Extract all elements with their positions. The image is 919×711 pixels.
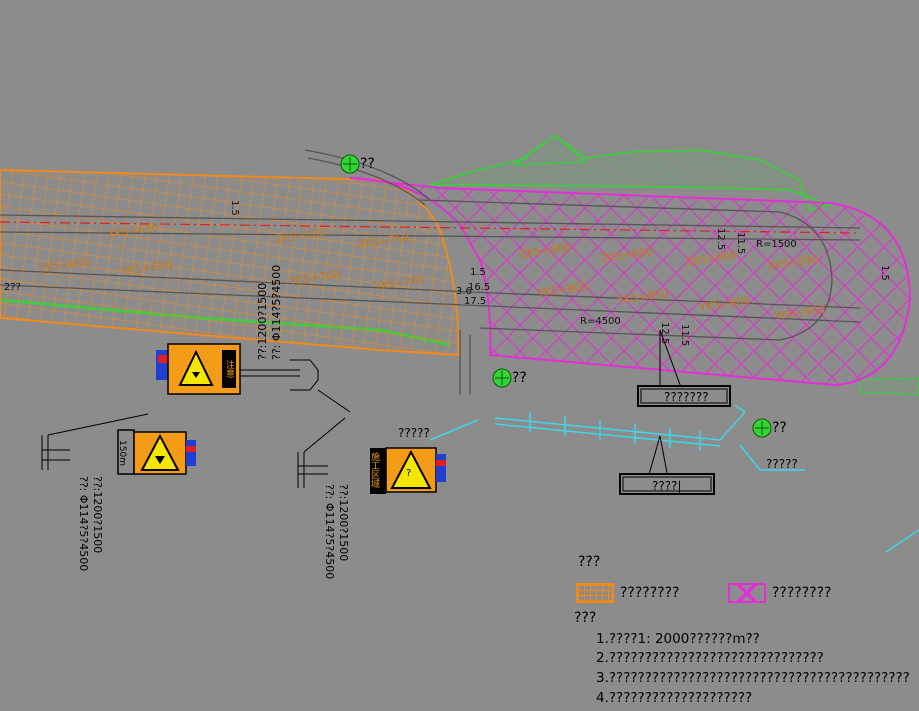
legend-label: ????????: [620, 585, 680, 601]
dimension-label: 16.5: [468, 282, 490, 293]
tree-icon: [752, 418, 772, 438]
sign-distance: 150m: [117, 440, 127, 466]
legend-swatch-orange: [576, 583, 614, 603]
dimension-label: 12.5: [659, 322, 670, 344]
magenta-zone: [349, 177, 912, 387]
dimension-label: 11.5: [735, 232, 746, 254]
sign-text: 注意: [224, 359, 235, 378]
dimension-label: 1.5: [470, 267, 486, 278]
road-lines: [0, 149, 861, 395]
sign-spec: ??:1200?1500: [91, 476, 104, 553]
note-4: 4.????????????????????: [596, 690, 753, 706]
tree-icon: [340, 154, 360, 174]
sign-spec: ??:1200?1500: [337, 484, 350, 561]
notes-title: ???: [574, 610, 597, 626]
note-3: 3.??????????????????????????????????????…: [596, 670, 910, 686]
cyan-barrier: [429, 404, 919, 553]
callout-box: ????|: [619, 435, 715, 495]
tree-icon: [492, 368, 512, 388]
tree-label: ??: [772, 420, 787, 436]
callout-box: ???????: [637, 329, 731, 407]
tree-label: ??: [512, 370, 527, 386]
centerline: [0, 221, 861, 234]
dimension-label: 11.5: [679, 324, 690, 346]
sign-spec: ??:1200?1500: [256, 283, 269, 360]
legend-title: ???: [578, 554, 601, 570]
dimension-label: 1.5: [879, 265, 890, 281]
warning-sign-1: 注意: [156, 343, 351, 413]
edge-label: 2??: [4, 282, 21, 293]
legend-swatch-magenta: [728, 583, 766, 603]
dimension-label: 1.5: [229, 200, 240, 216]
warning-sign-2: 150m: [41, 413, 196, 475]
tree-label: ??: [360, 156, 375, 172]
sign-text: 施工区域: [369, 451, 380, 488]
sign-spec: ??: Φ114?5?4500: [77, 476, 90, 571]
note-1: 1.????1: 2000??????m??: [596, 631, 760, 647]
legend-item-orange: ????????: [576, 583, 679, 603]
sign-spec: ??: Φ114?5?4500: [323, 484, 336, 579]
dimension-label: 3.6: [456, 286, 472, 297]
svg-text:???????: ???????: [664, 390, 709, 404]
legend-item-magenta: ????????: [728, 583, 831, 603]
dimension-label: 12.5: [715, 228, 726, 250]
legend-label: ????????: [772, 585, 832, 601]
svg-text:?: ?: [406, 468, 411, 479]
svg-text:????|: ????|: [652, 479, 682, 493]
callout-label: ?????: [398, 426, 430, 440]
sign-spec: ??: Φ114?5?4500: [270, 265, 283, 360]
radius-label: R=4500: [580, 316, 621, 327]
warning-sign-3: 施工区域 ?: [297, 417, 446, 494]
callout-label: ?????: [766, 457, 798, 471]
note-2: 2.??????????????????????????????: [596, 650, 824, 666]
dimension-label: 17.5: [464, 296, 486, 307]
radius-label: R=1500: [756, 239, 797, 250]
